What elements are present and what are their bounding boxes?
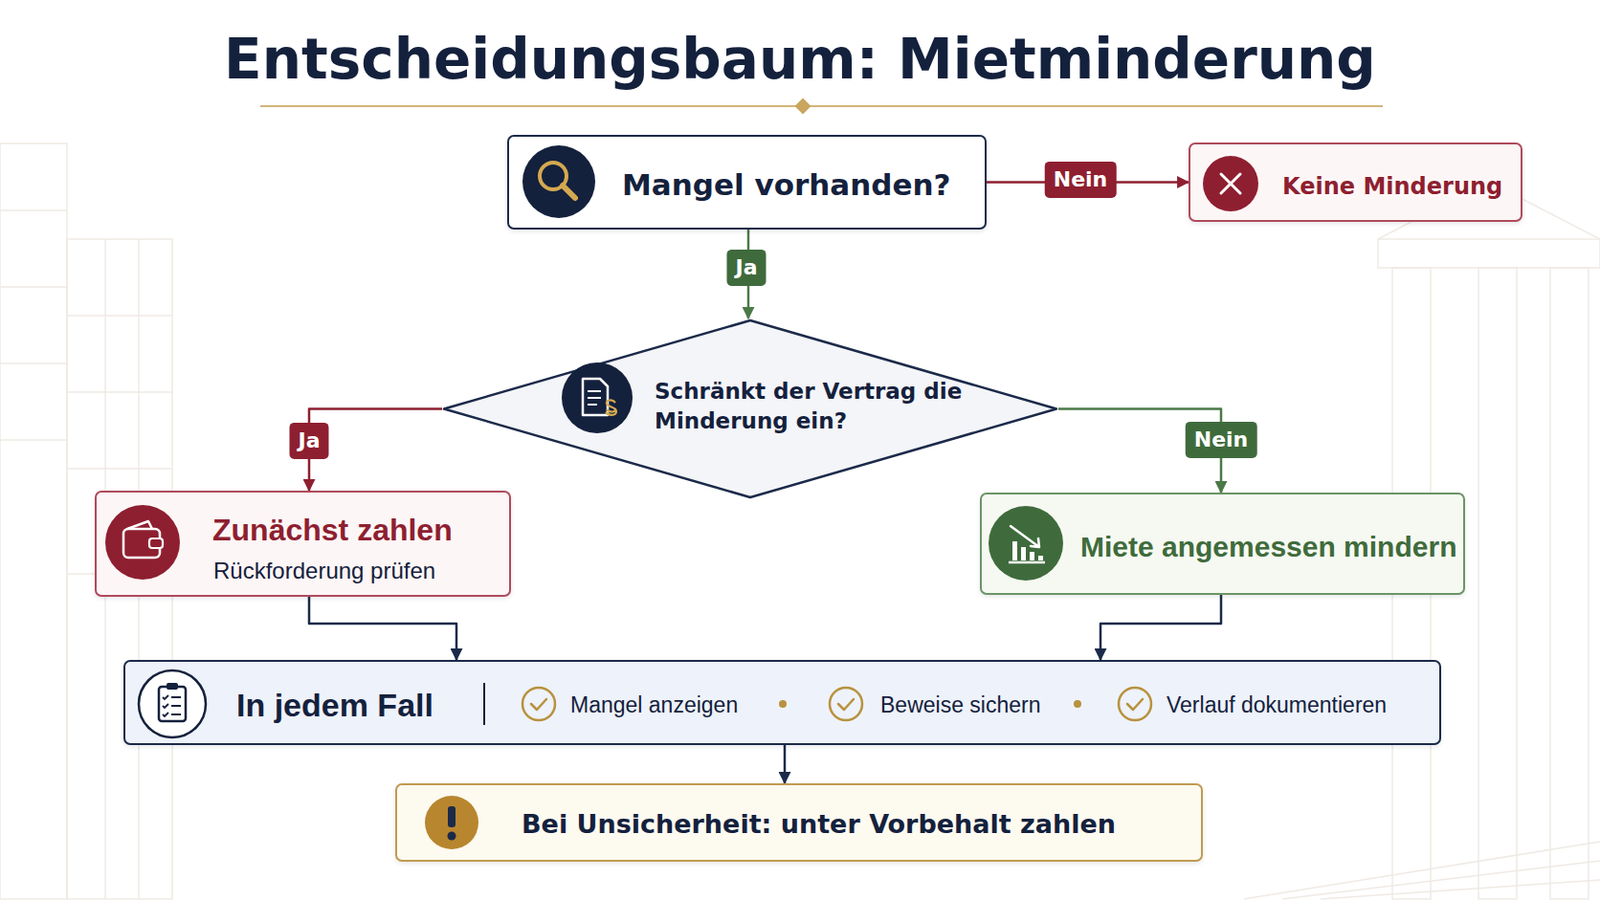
node-sublabel: Rückforderung prüfen: [213, 555, 436, 587]
edge-label: Ja: [288, 422, 329, 460]
magnifier-icon: [522, 145, 596, 219]
node-sublabel: Verlauf dokumentieren: [1166, 690, 1387, 721]
node-sublabel: Mangel anzeigen: [570, 690, 738, 721]
node-label: Bei Unsicherheit: unter Vorbehalt zahlen: [521, 807, 1116, 843]
diamond-shape: [444, 320, 1057, 498]
checklist-band: In jedem Fall Mangel anzeigen Beweise sich…: [123, 660, 1442, 746]
node-label: Keine Minderung: [1282, 171, 1503, 202]
edge-label: Nein: [1044, 161, 1117, 199]
check-mark: [522, 688, 556, 721]
edge-label: Ja: [726, 249, 766, 287]
checklist-icon: [138, 670, 206, 738]
separator-dot: [778, 700, 787, 709]
warning-icon: [424, 796, 479, 850]
edge-label: Nein: [1185, 422, 1258, 459]
connector-arrow: [309, 597, 457, 661]
connector-arrow: [1100, 595, 1222, 661]
node-label: Miete angemessen mindern: [1080, 528, 1457, 568]
hint-box: Bei Unsicherheit: unter Vorbehalt zahlen: [395, 783, 1203, 863]
connector-arrow: [309, 409, 443, 492]
connector-arrow: [986, 180, 1189, 184]
result-box: Keine Minderung: [1188, 142, 1523, 223]
node-label: Mangel vorhanden?: [622, 165, 952, 206]
title-diamond: [795, 98, 812, 115]
question-box: Mangel vorhanden?: [507, 134, 987, 230]
connector-arrow: [1058, 409, 1222, 494]
diagram-title: Entscheidungsbaum: Mietminderung: [0, 26, 1600, 94]
cross-icon: [1202, 155, 1259, 212]
separator-line: [483, 683, 486, 726]
node-label: In jedem Fall: [236, 684, 434, 729]
action-box: Zunächst zahlenRückforderung prüfen: [94, 490, 512, 598]
connector-arrow: [783, 745, 787, 784]
node-sublabel: Beweise sichern: [880, 690, 1041, 721]
separator-dot: [1073, 700, 1082, 709]
contract-icon: [561, 362, 633, 434]
decision-diamond: Schränkt der Vertrag die Minderung ein?: [442, 318, 1059, 500]
node-label: Zunächst zahlen: [212, 510, 453, 552]
chart-icon: [988, 506, 1064, 581]
action-box: Miete angemessen mindern: [979, 492, 1466, 596]
node-label: Schränkt der Vertrag die Minderung ein?: [654, 377, 971, 437]
check-mark: [829, 688, 863, 721]
connector-arrow: [747, 229, 751, 319]
check-mark: [1118, 688, 1152, 721]
wallet-icon: [105, 505, 180, 580]
title-rule: [260, 105, 1383, 108]
